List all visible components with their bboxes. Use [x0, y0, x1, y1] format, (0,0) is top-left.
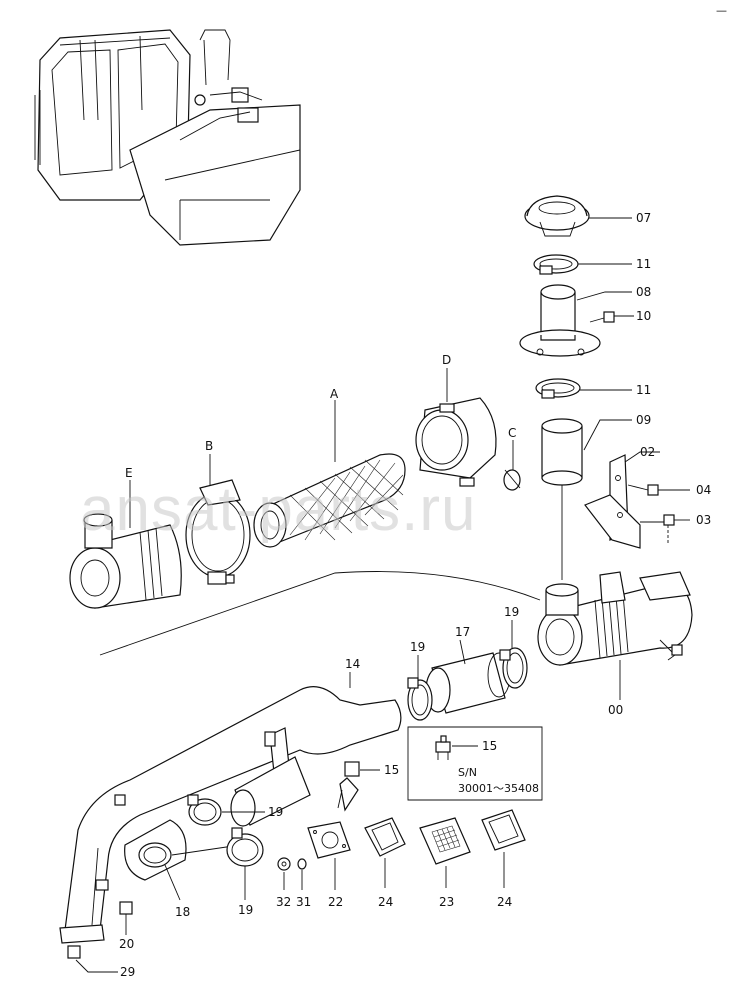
- part-11-clamp-lower[interactable]: [535, 378, 581, 399]
- part-19-clamp-a[interactable]: [407, 677, 433, 721]
- callout-17: 17: [455, 625, 470, 639]
- part-22-flange[interactable]: [307, 821, 351, 859]
- callout-24-b: 24: [497, 895, 512, 909]
- sn-label: S/N: [458, 766, 477, 779]
- callout-15-alt: 15: [482, 739, 497, 753]
- part-02-bracket[interactable]: [584, 454, 641, 549]
- callout-08: 08: [636, 285, 651, 299]
- excavator-location-illustration: [34, 29, 301, 246]
- part-19-clamp-d[interactable]: [226, 827, 264, 867]
- part-03-bolt[interactable]: [640, 514, 675, 545]
- callout-D: D: [442, 353, 451, 367]
- callout-10: 10: [636, 309, 651, 323]
- serial-number-inset: 15 S/N 30001～35408: [407, 726, 543, 801]
- callout-E: E: [125, 466, 133, 480]
- sn-range: 30001～35408: [458, 782, 539, 795]
- callout-19-c: 19: [268, 805, 283, 819]
- part-C-valve[interactable]: [503, 469, 521, 491]
- part-07-rain-cap[interactable]: [524, 195, 590, 237]
- part-10-bolt[interactable]: [589, 311, 615, 323]
- callout-22: 22: [328, 895, 343, 909]
- part-15-sensor-alt[interactable]: [435, 735, 451, 760]
- callout-09: 09: [636, 413, 651, 427]
- part-24-gasket-b[interactable]: [481, 809, 526, 851]
- part-23-screen[interactable]: [419, 817, 471, 865]
- callout-11-upper: 11: [636, 257, 651, 271]
- callout-23: 23: [439, 895, 454, 909]
- part-29-plug[interactable]: [67, 945, 81, 959]
- part-D-cover[interactable]: [415, 397, 497, 487]
- watermark: ansat-parts.ru: [80, 475, 477, 544]
- callout-29: 29: [120, 965, 135, 979]
- callout-14: 14: [345, 657, 360, 671]
- callout-32: 32: [276, 895, 291, 909]
- part-17-hose[interactable]: [425, 652, 511, 714]
- part-11-clamp-upper[interactable]: [533, 254, 579, 275]
- part-31-washer[interactable]: [297, 858, 307, 870]
- part-24-gasket-a[interactable]: [364, 817, 406, 857]
- part-19-clamp-c[interactable]: [187, 794, 222, 826]
- part-08-outlet-pipe[interactable]: [519, 284, 601, 357]
- callout-04: 04: [696, 483, 711, 497]
- part-18-elbow[interactable]: [124, 819, 187, 881]
- callout-20: 20: [119, 937, 134, 951]
- callout-18: 18: [175, 905, 190, 919]
- callout-24-a: 24: [378, 895, 393, 909]
- callout-15: 15: [384, 763, 399, 777]
- part-15-sensor[interactable]: [337, 761, 360, 812]
- callout-19-d: 19: [238, 903, 253, 917]
- corner-mark: —: [716, 4, 727, 17]
- callout-11-lower: 11: [636, 383, 651, 397]
- part-32-washer[interactable]: [277, 857, 291, 871]
- callout-03: 03: [696, 513, 711, 527]
- part-B-band[interactable]: [185, 479, 251, 585]
- part-04-bolt[interactable]: [627, 484, 659, 496]
- part-09-hose[interactable]: [541, 418, 583, 486]
- part-hose-middle[interactable]: [230, 756, 311, 827]
- callout-C: C: [508, 426, 516, 440]
- callout-02: 02: [640, 445, 655, 459]
- part-19-clamp-b[interactable]: [499, 647, 528, 689]
- callout-07: 07: [636, 211, 651, 225]
- part-00-air-cleaner-assembly[interactable]: [537, 571, 693, 666]
- callout-31: 31: [296, 895, 311, 909]
- callout-A: A: [330, 387, 339, 401]
- part-E-housing[interactable]: [69, 513, 182, 609]
- callout-19-a: 19: [410, 640, 425, 654]
- callout-19-b: 19: [504, 605, 519, 619]
- callout-B: B: [205, 439, 213, 453]
- part-14-intake-pipe[interactable]: [59, 686, 402, 944]
- callout-00: 00: [608, 703, 623, 717]
- part-A-filter-element[interactable]: [253, 453, 406, 548]
- part-20-bolt[interactable]: [119, 901, 133, 920]
